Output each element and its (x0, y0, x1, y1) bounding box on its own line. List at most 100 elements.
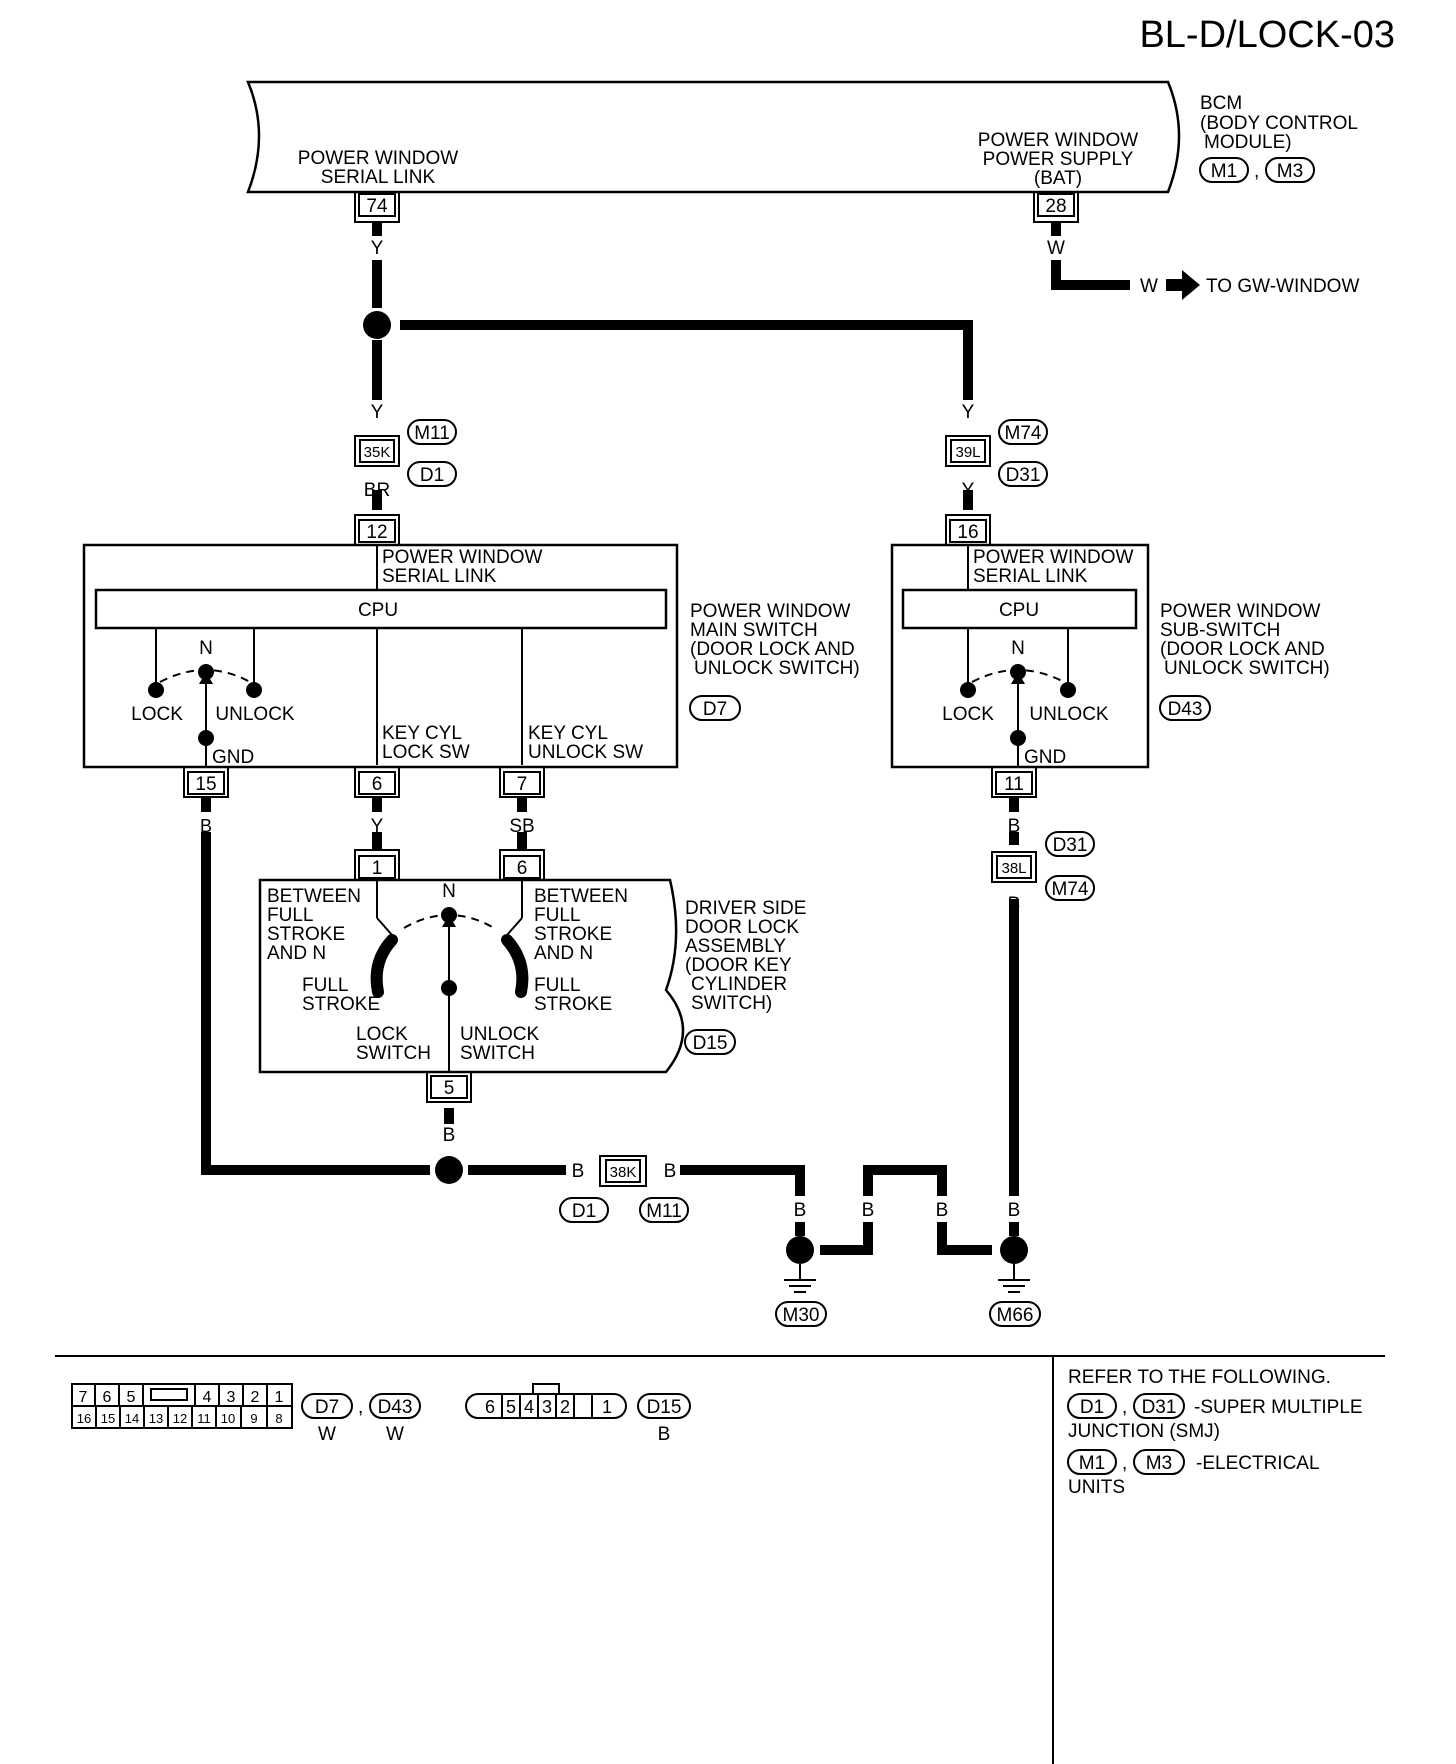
svg-text:9: 9 (250, 1411, 257, 1426)
junction-38k: 38K D1 M11 (559, 1155, 689, 1223)
svg-text:28: 28 (1045, 196, 1066, 217)
wire-b-from-38k (680, 1165, 805, 1196)
svg-text:JUNCTION (SMJ): JUNCTION (SMJ) (1068, 1421, 1220, 1442)
svg-text:12: 12 (173, 1411, 187, 1426)
wire-label-sb: SB (509, 816, 534, 837)
main-switch: 12 POWER WINDOW SERIAL LINK CPU N LOCK U… (82, 514, 860, 798)
svg-text:,: , (358, 1397, 363, 1418)
svg-text:11: 11 (1004, 774, 1024, 795)
dl-connector-d15: D15 (693, 1033, 728, 1054)
dl-name-line-1: DRIVER SIDE (685, 898, 806, 919)
svg-text:38L: 38L (1001, 860, 1026, 877)
dl-lock-switch-1: LOCK (356, 1024, 408, 1045)
wire-label-b-5: B (572, 1161, 585, 1182)
wire-label-y-3: Y (962, 402, 975, 423)
svg-text:,: , (1122, 1397, 1127, 1418)
sub-serial-line-2: SERIAL LINK (973, 566, 1088, 587)
svg-text:7: 7 (79, 1389, 88, 1406)
refer-section: REFER TO THE FOLLOWING. D1 , D31 -SUPER … (1067, 1367, 1363, 1498)
svg-text:8: 8 (275, 1411, 282, 1426)
svg-text:13: 13 (149, 1411, 163, 1426)
bcm-serial-link-line-1: POWER WINDOW (298, 148, 458, 169)
wires (201, 222, 1130, 1255)
main-name-line-4: UNLOCK SWITCH) (694, 658, 860, 679)
connector-face-d7 (71, 1383, 293, 1429)
dl-name-line-2: DOOR LOCK (685, 917, 799, 938)
dl-right-full-1: FULL (534, 975, 580, 996)
bcm-unit: BCM (BODY CONTROL MODULE) M1 , M3 POWER … (246, 80, 1358, 194)
wire-label-b-6: B (664, 1161, 677, 1182)
main-name-line-1: POWER WINDOW (690, 601, 850, 622)
svg-text:M30: M30 (783, 1305, 820, 1326)
main-key-unlock-line-1: KEY CYL (528, 723, 608, 744)
main-name-line-2: MAIN SWITCH (690, 620, 818, 641)
wire-label-y-4: Y (962, 480, 975, 501)
bcm-power-supply-line-2: POWER SUPPLY (983, 149, 1134, 170)
main-connector-d7: D7 (703, 699, 727, 720)
svg-text:M74: M74 (1005, 423, 1042, 444)
dl-name-line-6: SWITCH) (691, 993, 772, 1014)
svg-text:15: 15 (195, 774, 216, 795)
svg-text:UNITS: UNITS (1068, 1477, 1125, 1498)
to-window-reference: W TO GW-WINDOW (1140, 270, 1359, 300)
svg-text:35K: 35K (364, 444, 391, 461)
svg-text:38K: 38K (610, 1164, 637, 1181)
svg-text:GND: GND (1024, 747, 1066, 768)
wire-label-b-9: B (936, 1200, 949, 1221)
svg-text:15: 15 (101, 1411, 115, 1426)
svg-text:M11: M11 (646, 1201, 682, 1222)
svg-text:D31: D31 (1006, 465, 1041, 486)
main-key-lock-line-1: KEY CYL (382, 723, 462, 744)
dl-left-between-1: BETWEEN (267, 886, 361, 907)
wire-label-b-1: B (200, 816, 212, 836)
svg-text:LOCK: LOCK (131, 704, 183, 725)
sub-serial-line-1: POWER WINDOW (973, 547, 1133, 568)
bcm-connector-m3: M3 (1277, 161, 1303, 182)
sub-name-line-4: UNLOCK SWITCH) (1164, 658, 1330, 679)
svg-text:TO GW-WINDOW: TO GW-WINDOW (1206, 276, 1359, 297)
dl-name-line-4: (DOOR KEY (685, 955, 792, 976)
dl-left-between-3: STROKE (267, 924, 345, 945)
wire-label-b-7: B (794, 1200, 807, 1221)
bcm-pin-74: 74 (354, 192, 400, 223)
wire-label-b-3: B (1008, 894, 1021, 915)
svg-text:2: 2 (560, 1397, 570, 1417)
bcm-serial-link-line-2: SERIAL LINK (321, 167, 436, 188)
svg-text:6: 6 (485, 1397, 495, 1417)
wire-label-y-2: Y (371, 402, 384, 423)
wire-label-b-10: B (1008, 1200, 1021, 1221)
svg-text:2: 2 (251, 1389, 260, 1406)
sub-cpu: CPU (999, 600, 1039, 621)
dl-unlock-switch-1: UNLOCK (460, 1024, 540, 1045)
wire-y-branch (400, 320, 973, 400)
dl-right-between-3: STROKE (534, 924, 612, 945)
bcm-power-supply-line-1: POWER WINDOW (978, 130, 1138, 151)
sub-connector-d43: D43 (1168, 699, 1203, 720)
svg-text:LOCK: LOCK (942, 704, 994, 725)
svg-text:W: W (318, 1424, 336, 1445)
svg-text:-SUPER MULTIPLE: -SUPER MULTIPLE (1194, 1397, 1363, 1418)
wire-label-b-4: B (443, 1125, 456, 1146)
wire-b-main-gnd (201, 832, 430, 1175)
svg-text:4: 4 (524, 1397, 534, 1417)
svg-text:5: 5 (506, 1397, 516, 1417)
main-cpu: CPU (358, 600, 398, 621)
bcm-power-supply-line-3: (BAT) (1034, 168, 1082, 189)
svg-text:1: 1 (602, 1397, 612, 1417)
dl-left-between-2: FULL (267, 905, 313, 926)
wire-b-m30-jumper-top (863, 1165, 947, 1196)
ground-m30: M30 (775, 1236, 827, 1327)
svg-text:M11: M11 (414, 423, 450, 444)
dl-right-between-4: AND N (534, 943, 593, 964)
sub-switch: 16 POWER WINDOW SERIAL LINK CPU N LOCK U… (890, 514, 1330, 798)
svg-text:39L: 39L (955, 444, 980, 461)
main-name-line-3: (DOOR LOCK AND (690, 639, 855, 660)
ground-m66: M66 (989, 1236, 1041, 1327)
svg-text:UNLOCK: UNLOCK (215, 704, 295, 725)
svg-text:1: 1 (372, 858, 383, 879)
junction-39l: 39L M74 D31 (945, 419, 1048, 487)
arrow-right-icon (1166, 270, 1200, 300)
svg-text:D15: D15 (647, 1397, 682, 1418)
svg-text:D31: D31 (1053, 835, 1088, 856)
